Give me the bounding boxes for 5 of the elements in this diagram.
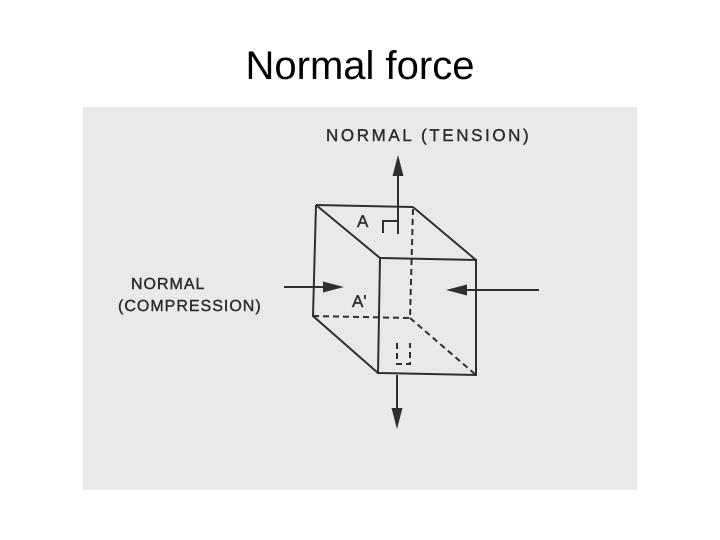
title: Normal force <box>246 44 474 88</box>
area-label: A <box>357 212 368 232</box>
force-label: NORMAL (COMPRESSION) <box>118 275 263 317</box>
area-label: A' <box>352 292 367 312</box>
force-label: NORMAL (TENSION) <box>326 126 532 146</box>
